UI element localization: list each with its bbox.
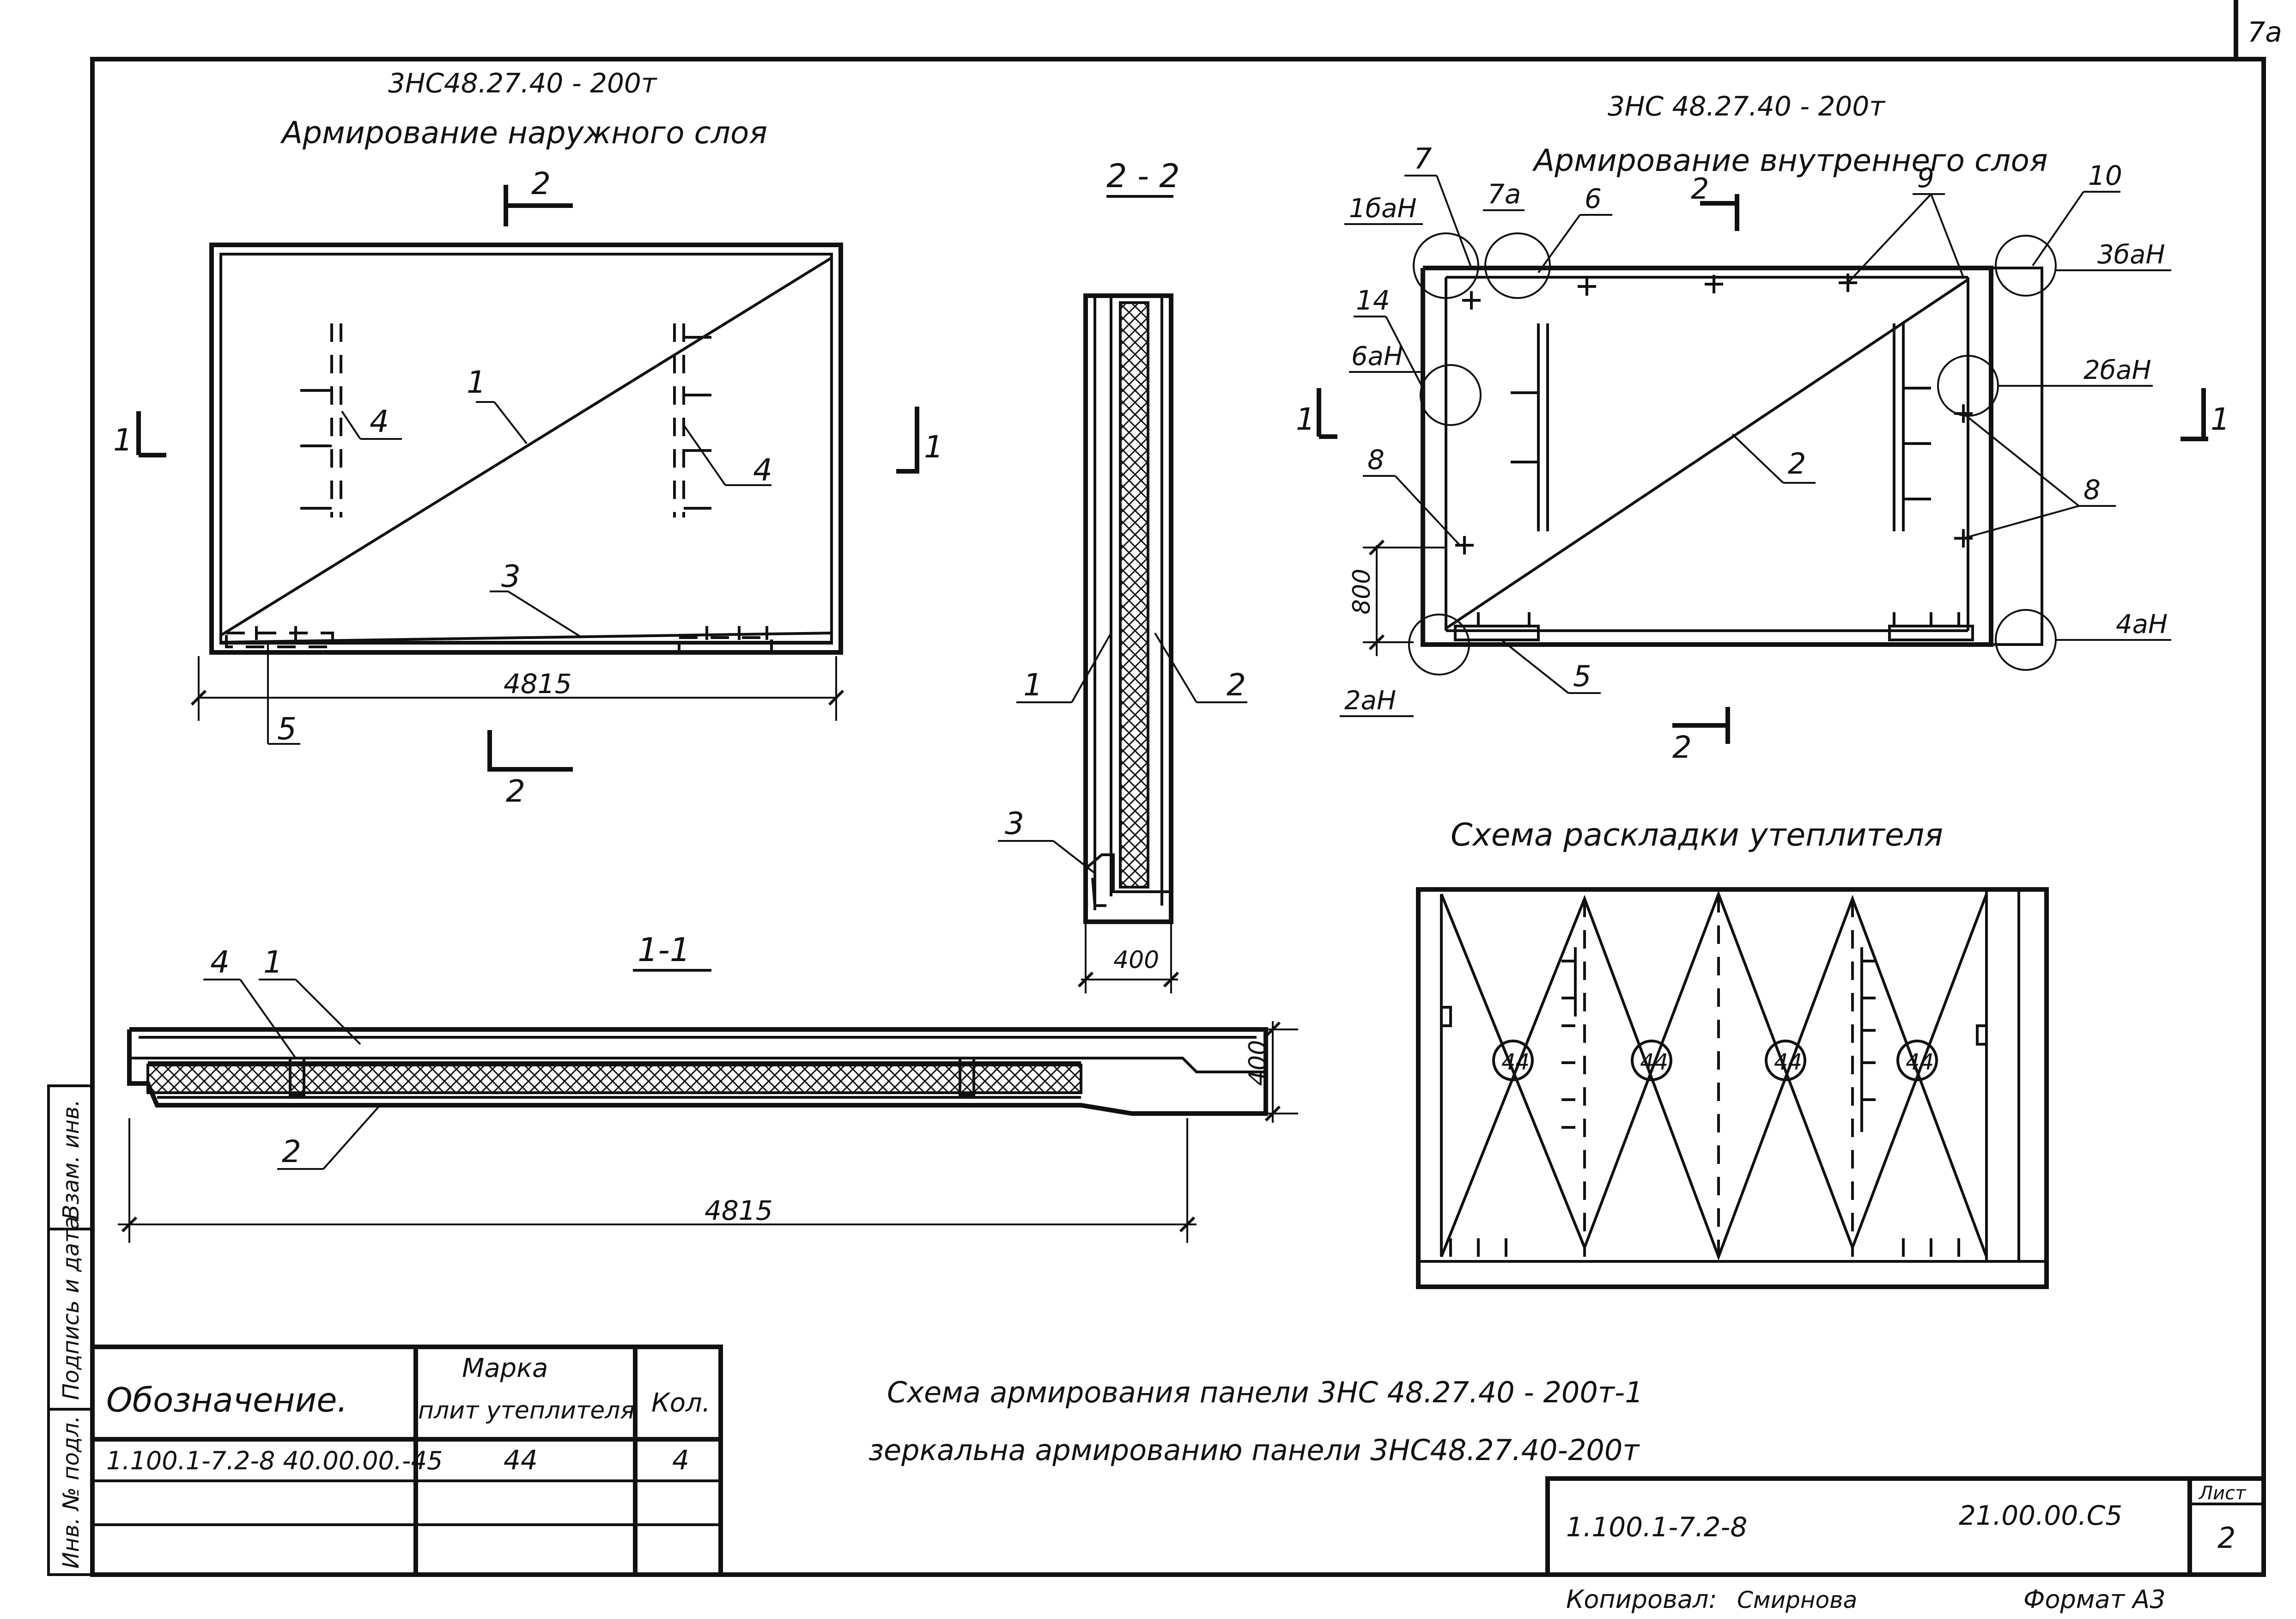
section-1-1-label-1: 1 xyxy=(263,944,283,980)
section-1-1-label-2: 2 xyxy=(282,1134,301,1169)
row-qty: 4 xyxy=(672,1444,689,1476)
section-1-1-dim-thickness: 400 xyxy=(1244,1040,1272,1086)
note-line-1: Схема армирования панели 3НС 48.27.40 - … xyxy=(887,1376,1643,1409)
col-mark-bottom: плит утеплителя xyxy=(418,1397,635,1424)
inner-plan-title: Армирование внутреннего слоя xyxy=(1532,143,2048,178)
insulation-scheme: Схема раскладки утеплителя 44 44 44 44 xyxy=(1416,817,2049,1289)
inner-section-left: 1 xyxy=(1296,402,1315,437)
row-mark: 44 xyxy=(504,1444,538,1476)
section-1-1-title: 1-1 xyxy=(638,931,690,969)
sign-date-label: Подпись и дата xyxy=(58,1216,84,1400)
sheet-frame: 7а xyxy=(90,0,2282,1577)
outer-label-5: 5 xyxy=(277,711,297,747)
insulation-scheme-title: Схема раскладки утеплителя xyxy=(1451,817,1943,853)
inner-label-9: 9 xyxy=(1917,162,1934,194)
inv-orig-label: Инв. № подл. xyxy=(58,1416,84,1569)
inner-label-5: 5 xyxy=(1573,659,1591,693)
section-2-2-label-1: 1 xyxy=(1023,667,1043,703)
outer-label-4-right: 4 xyxy=(753,452,772,488)
node-2baH: 2баН xyxy=(2083,355,2151,385)
outer-dim-length: 4815 xyxy=(504,668,572,700)
side-strip: Взам. инв. Подпись и дата Инв. № подл. xyxy=(47,1084,94,1576)
section-2-2-dim: 400 xyxy=(1113,946,1159,974)
outer-label-4-left: 4 xyxy=(370,404,389,439)
row-designation: 1.100.1-7.2-8 40.00.00.-45 xyxy=(106,1446,443,1475)
inner-section-right: 1 xyxy=(2211,402,2230,437)
outer-label-3: 3 xyxy=(501,559,521,594)
inner-plan-mark: 3НС 48.27.40 - 200т xyxy=(1608,91,1886,122)
section-1-1-label-4: 4 xyxy=(210,944,230,980)
outer-section-left: 1 xyxy=(113,422,133,458)
section-2-2: 2 - 2 1 2 3 400 xyxy=(998,157,1247,993)
copied-signature: Смирнова xyxy=(1737,1587,1857,1613)
col-qty: Кол. xyxy=(651,1388,711,1418)
node-1baH: 1баН xyxy=(1349,194,1417,224)
title-block: 1.100.1-7.2-8 21.00.00.С5 Лист 2 Копиров… xyxy=(1545,1476,2266,1614)
node-6aH: 6аН xyxy=(1351,341,1403,371)
copied-by: Копировал: xyxy=(1566,1585,1717,1614)
section-1-1: 1-1 4 1 2 4815 400 xyxy=(118,931,1298,1243)
outer-section-bottom: 2 xyxy=(506,773,525,809)
insulation-circle-1: 44 xyxy=(1501,1049,1530,1075)
section-2-2-label-3: 3 xyxy=(1005,806,1024,841)
outer-section-right: 1 xyxy=(924,429,943,465)
node-3baH: 3баН xyxy=(2097,240,2165,270)
format-label: Формат А3 xyxy=(2023,1585,2166,1614)
inner-label-7: 7 xyxy=(1414,142,1432,176)
outer-label-1: 1 xyxy=(467,365,486,400)
col-designation: Обозначение. xyxy=(106,1381,348,1419)
inner-label-8-right: 8 xyxy=(2083,474,2101,505)
corner-mark: 7а xyxy=(2247,16,2282,49)
insulation-circle-4: 44 xyxy=(1906,1049,1934,1075)
inner-label-10: 10 xyxy=(2088,160,2122,191)
section-2-2-label-2: 2 xyxy=(1227,667,1246,703)
section-2-2-title: 2 - 2 xyxy=(1106,157,1180,195)
doc-code: 21.00.00.С5 xyxy=(1959,1500,2122,1531)
inv-repl-label: Взам. инв. xyxy=(58,1099,84,1220)
inner-dim-800: 800 xyxy=(1348,569,1376,615)
notes: Схема армирования панели 3НС 48.27.40 - … xyxy=(869,1376,1643,1467)
doc-series: 1.100.1-7.2-8 xyxy=(1566,1511,1747,1543)
sheet-number: 2 xyxy=(2217,1521,2235,1555)
inner-label-7a: 7а xyxy=(1488,178,1521,210)
inner-section-top: 2 xyxy=(1691,172,1709,206)
sheet-label: Лист xyxy=(2198,1483,2247,1504)
insulation-circle-2: 44 xyxy=(1640,1049,1668,1075)
outer-plan-title: Армирование наружного слоя xyxy=(280,115,767,151)
inner-section-bottom: 2 xyxy=(1672,730,1692,765)
col-mark-top: Марка xyxy=(462,1353,548,1383)
node-2aH: 2аН xyxy=(1344,686,1396,716)
inner-label-2: 2 xyxy=(1788,447,1806,481)
outer-plan-mark: 3НС48.27.40 - 200т xyxy=(388,67,658,99)
inner-label-6: 6 xyxy=(1585,183,1602,214)
inner-plan: 3НС 48.27.40 - 200т Армирование внутренн… xyxy=(1296,91,2230,765)
outer-section-top: 2 xyxy=(531,166,551,201)
outer-plan: 3НС48.27.40 - 200т Армирование наружного… xyxy=(113,67,943,809)
note-line-2: зеркальна армированию панели 3НС48.27.40… xyxy=(869,1433,1640,1467)
spec-table: Обозначение. Марка плит утеплителя Кол. … xyxy=(90,1345,723,1577)
node-4aH: 4аН xyxy=(2116,609,2168,639)
insulation-circle-3: 44 xyxy=(1774,1049,1802,1075)
inner-label-8-left: 8 xyxy=(1367,444,1385,475)
section-1-1-dim-length: 4815 xyxy=(705,1195,773,1226)
inner-label-14: 14 xyxy=(1356,285,1390,316)
